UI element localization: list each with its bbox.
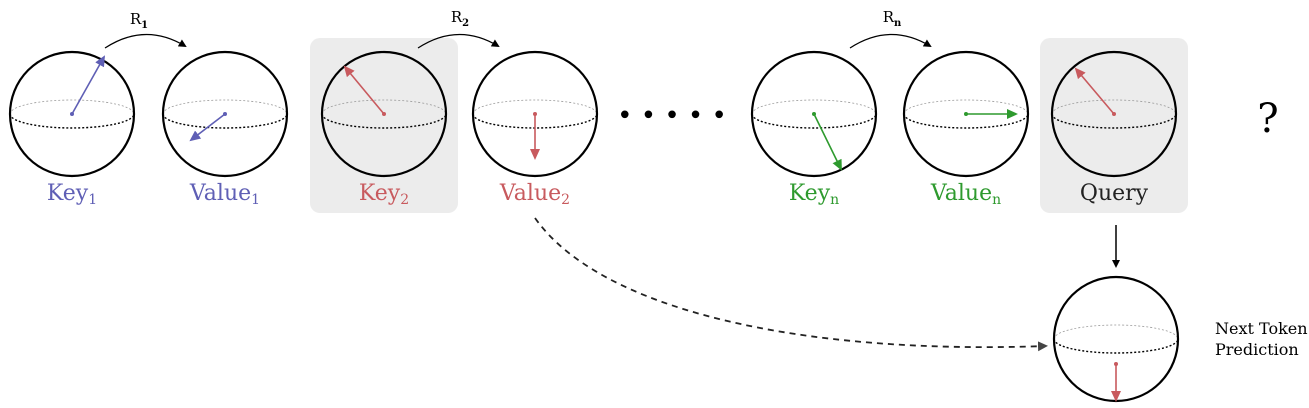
sphere-key2 <box>320 50 448 178</box>
rotation-arc-r2 <box>417 33 500 49</box>
rotation-r2: R2 <box>417 8 500 49</box>
label-value2: Value2 <box>499 181 570 208</box>
rotation-arc-r1 <box>104 33 187 49</box>
dashed-retrieval-arrow <box>534 217 1048 352</box>
next-token-label-line1: Next Token <box>1215 319 1308 338</box>
query-highlight-box <box>1040 38 1188 213</box>
ellipsis-dots: • • • • • <box>617 101 727 131</box>
sphere-value2 <box>471 50 599 178</box>
key2-vector <box>343 65 385 115</box>
keyn-vector <box>813 113 842 171</box>
value1-vector <box>189 113 226 142</box>
rotation-label-r1: R1 <box>130 10 148 31</box>
next-token-label-line2: Prediction <box>1215 340 1299 359</box>
label-key1: Key1 <box>47 181 97 208</box>
label-query: Query <box>1080 181 1149 206</box>
rotation-r1: R1 <box>104 10 187 49</box>
sphere-valuen <box>902 50 1030 178</box>
label-value1: Value1 <box>189 181 260 208</box>
sphere-value1 <box>161 50 289 178</box>
label-valuen: Valuen <box>930 181 1001 208</box>
sphere-keyn <box>750 50 878 178</box>
rotation-label-rn: Rn <box>883 8 902 29</box>
rotation-arc-rn <box>849 33 932 49</box>
sphere-prediction <box>1052 275 1180 403</box>
sphere-query <box>1050 50 1178 178</box>
label-key2: Key2 <box>359 181 409 208</box>
question-mark: ? <box>1257 96 1278 142</box>
rotation-label-r2: R2 <box>451 8 469 29</box>
key1-vector <box>71 55 105 115</box>
rotation-rn: Rn <box>849 8 932 49</box>
label-keyn: Keyn <box>789 181 839 208</box>
sphere-key1 <box>8 50 136 178</box>
key2-highlight-box <box>310 38 458 213</box>
query-vector <box>1074 67 1115 115</box>
